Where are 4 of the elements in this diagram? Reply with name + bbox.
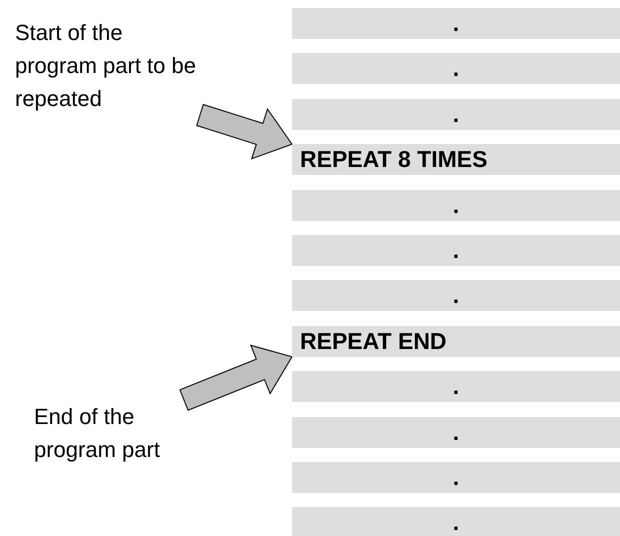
block-arrow [179, 344, 293, 411]
callout-text: End of the program part [34, 400, 184, 466]
callout-text: Start of the program part to be repeated [15, 16, 200, 115]
block-arrow [196, 104, 293, 160]
